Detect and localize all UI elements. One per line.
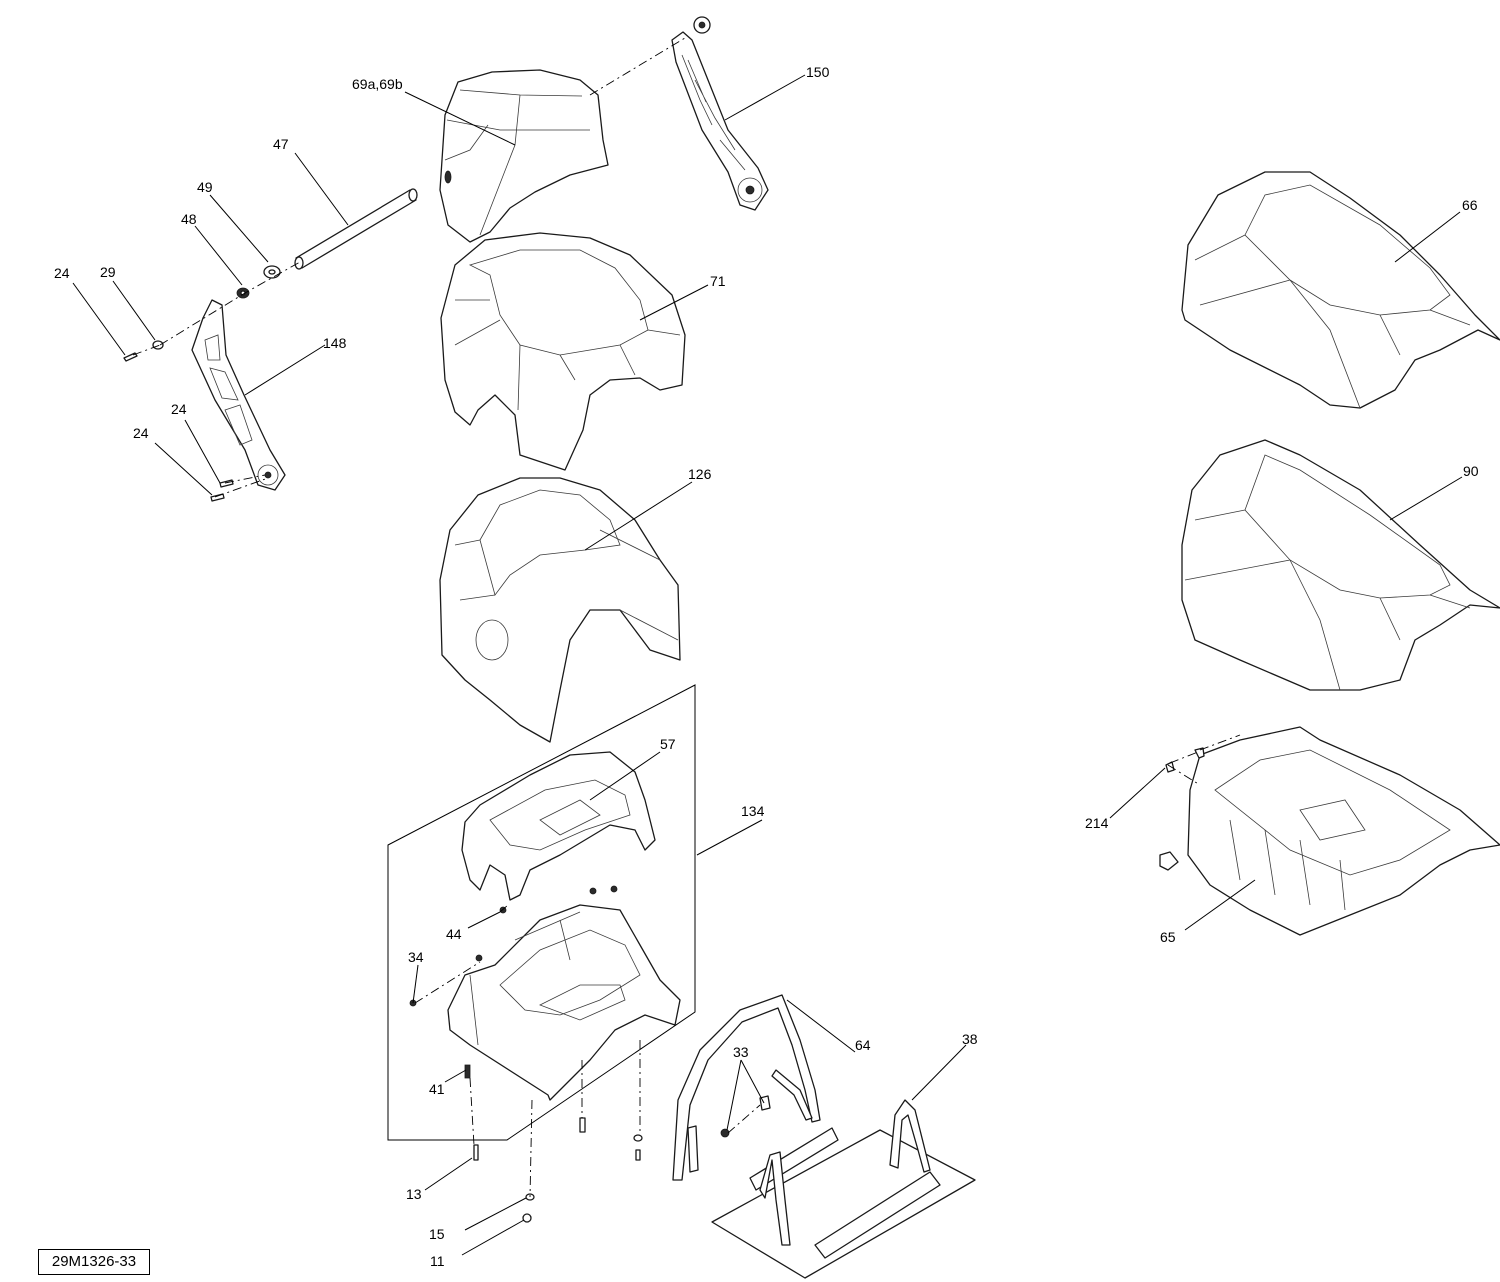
strap-64-part[interactable] bbox=[672, 994, 821, 1181]
callout-34: 34 bbox=[408, 949, 424, 965]
seat-base-65-part[interactable] bbox=[1159, 726, 1500, 936]
shaft-part[interactable] bbox=[294, 188, 418, 270]
right-backrest-bracket-part[interactable] bbox=[671, 16, 769, 211]
callout-24-b: 24 bbox=[171, 401, 187, 417]
washer-29-part[interactable] bbox=[152, 340, 164, 350]
callout-24-a: 24 bbox=[54, 265, 70, 281]
callout-labels: 69a,69b 150 47 49 48 24 29 148 24 24 71 … bbox=[54, 64, 1479, 1269]
assembly-dashed-lines bbox=[132, 37, 1241, 1198]
backrest-cover-part[interactable] bbox=[439, 69, 609, 243]
long-seat-66-part[interactable] bbox=[1181, 171, 1500, 409]
nut-48-part[interactable] bbox=[236, 287, 250, 299]
callout-33: 33 bbox=[733, 1044, 749, 1060]
callout-134: 134 bbox=[741, 803, 765, 819]
callout-47: 47 bbox=[273, 136, 289, 152]
washer-49-part[interactable] bbox=[263, 265, 281, 279]
callout-49: 49 bbox=[197, 179, 213, 195]
left-backrest-bracket-part[interactable] bbox=[191, 299, 286, 491]
seat-base-frame-part[interactable] bbox=[447, 904, 681, 1101]
callout-71: 71 bbox=[710, 273, 726, 289]
callout-15: 15 bbox=[429, 1226, 445, 1242]
screw-24c-part[interactable] bbox=[210, 493, 225, 502]
leader-lines bbox=[72, 74, 1463, 1256]
callout-29: 29 bbox=[100, 264, 116, 280]
callout-64: 64 bbox=[855, 1037, 871, 1053]
callout-13: 13 bbox=[406, 1186, 422, 1202]
callout-48: 48 bbox=[181, 211, 197, 227]
seat-cover-126-part[interactable] bbox=[439, 477, 681, 743]
callout-65: 65 bbox=[1160, 929, 1176, 945]
callout-41: 41 bbox=[429, 1081, 445, 1097]
screw-13-part[interactable] bbox=[473, 1144, 479, 1161]
callout-148: 148 bbox=[323, 335, 347, 351]
reference-code-box: 29M1326-33 bbox=[38, 1249, 150, 1275]
callout-126: 126 bbox=[688, 466, 712, 482]
callout-11: 11 bbox=[430, 1253, 445, 1269]
screw-41-part[interactable] bbox=[464, 1064, 471, 1079]
callout-90: 90 bbox=[1463, 463, 1479, 479]
clip-214-part[interactable] bbox=[1165, 747, 1205, 773]
board-38-part[interactable] bbox=[711, 1099, 976, 1279]
seat-cushion-71-part[interactable] bbox=[440, 232, 686, 471]
reference-code: 29M1326-33 bbox=[51, 1253, 137, 1270]
screw-33-part[interactable] bbox=[720, 1095, 771, 1138]
screw-24b-part[interactable] bbox=[219, 479, 234, 488]
callout-57: 57 bbox=[660, 736, 676, 752]
callout-44: 44 bbox=[446, 926, 462, 942]
backrest-frame-57-part[interactable] bbox=[461, 751, 656, 901]
nut-11-part[interactable] bbox=[522, 1213, 532, 1223]
callout-38: 38 bbox=[962, 1031, 978, 1047]
assembly-134-frame bbox=[387, 684, 696, 1141]
callout-214: 214 bbox=[1085, 815, 1109, 831]
long-seat-90-part[interactable] bbox=[1181, 439, 1500, 691]
callout-150: 150 bbox=[806, 64, 830, 80]
callout-24-c: 24 bbox=[133, 425, 149, 441]
callout-66: 66 bbox=[1462, 197, 1478, 213]
bolts-lower-part[interactable] bbox=[579, 1117, 643, 1161]
callout-69a-69b: 69a,69b bbox=[352, 76, 403, 92]
